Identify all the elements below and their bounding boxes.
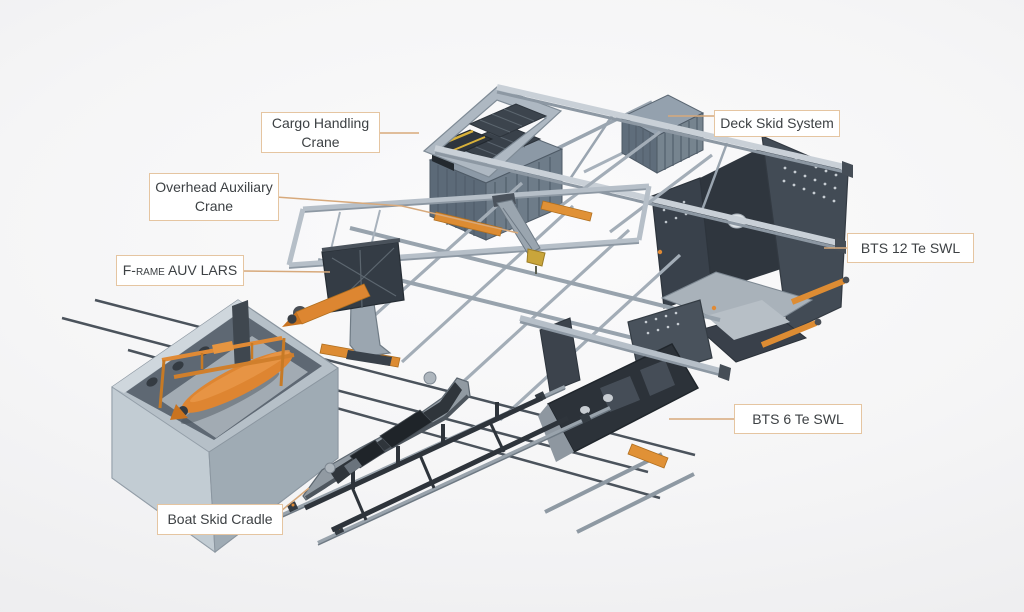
- leader-line: [280, 487, 310, 512]
- crane-hook-block: [526, 248, 546, 267]
- boat-dome: [423, 371, 437, 385]
- leader-line: [275, 196, 519, 234]
- label-overhead-auxiliary-crane: Overhead Auxiliary Crane: [149, 173, 279, 221]
- hazard-stripe: [448, 136, 486, 153]
- cradle-frame: [303, 395, 570, 533]
- leader-line: [241, 270, 331, 273]
- boat-dome: [324, 462, 336, 474]
- orange-skid: [627, 443, 669, 469]
- boat-skid-cradle-assembly: [277, 371, 611, 546]
- label-bts-12-te-swl: BTS 12 Te SWL: [847, 233, 974, 263]
- aux-crane-arm: [492, 193, 546, 274]
- auv-thruster: [287, 314, 297, 324]
- orange-skid-rollers: [760, 276, 850, 348]
- hangar-auv: [170, 349, 293, 420]
- rail-end-cap: [835, 237, 846, 254]
- rail-end-cap: [718, 364, 731, 381]
- hangar-gantry-crane: [158, 336, 295, 409]
- label-deck-skid-system: Deck Skid System: [714, 110, 840, 137]
- f-frame-auv-lars-machine: [282, 238, 405, 368]
- label-bts-6-te-swl: BTS 6 Te SWL: [734, 404, 862, 434]
- rail-end-cap: [842, 161, 853, 178]
- aux-crane-runway: [286, 183, 652, 269]
- label-f-frame-auv-lars: F-rame AUV LARS: [116, 255, 244, 286]
- label-boat-skid-cradle: Boat Skid Cradle: [157, 504, 283, 535]
- leader-lines: [241, 115, 847, 512]
- bts-6-machine: [519, 299, 731, 534]
- cargo-crane-bridge-beams: [434, 84, 853, 254]
- usv-boat: [302, 371, 471, 501]
- label-cargo-handling-crane: Cargo Handling Crane: [261, 112, 380, 153]
